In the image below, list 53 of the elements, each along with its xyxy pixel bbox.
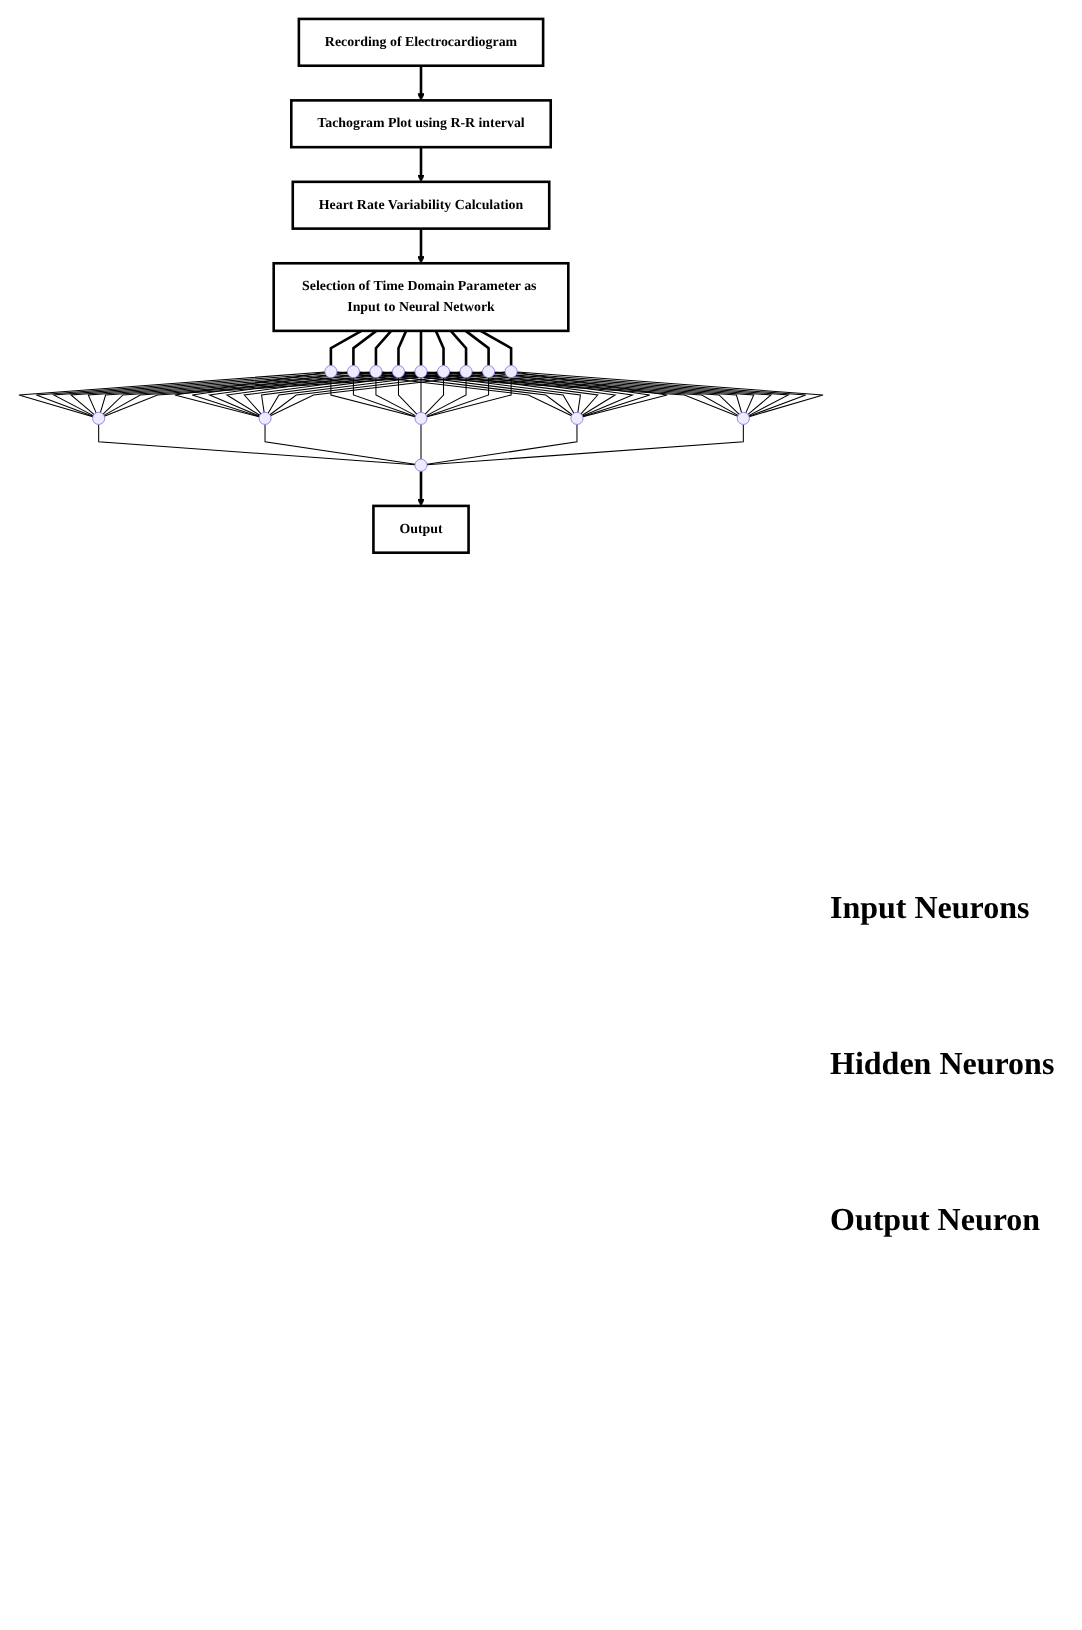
layer-label: Output Neuron: [830, 1203, 1043, 1239]
node-circle: [414, 411, 428, 425]
arrow: [417, 471, 425, 507]
connector: [419, 330, 423, 366]
connector: [426, 423, 578, 465]
connector: [397, 330, 408, 366]
node-circle: [369, 365, 383, 379]
arrow: [417, 228, 425, 264]
connector: [243, 371, 416, 415]
connector: [397, 377, 418, 415]
connector: [464, 329, 490, 366]
connector: [516, 371, 668, 418]
arrow: [417, 65, 425, 101]
connector: [425, 377, 467, 417]
connector: [449, 330, 468, 366]
node-circle: [258, 411, 272, 425]
node-circle: [346, 365, 360, 379]
connector: [352, 377, 416, 417]
connector: [191, 371, 348, 418]
node-circle: [459, 365, 473, 379]
node-circle: [482, 365, 496, 379]
connector: [225, 371, 393, 416]
connector: [434, 330, 445, 366]
connector: [426, 377, 512, 418]
node-circle: [414, 365, 428, 379]
node-circle: [324, 365, 338, 379]
arrow: [417, 147, 425, 183]
node-circle: [570, 411, 584, 425]
layer-label: Hidden Neurons: [830, 1047, 1057, 1083]
connector: [174, 371, 326, 418]
node-circle: [92, 411, 106, 425]
connector: [207, 371, 371, 417]
connector: [329, 329, 363, 366]
connector: [420, 377, 422, 413]
node-circle: [736, 411, 750, 425]
node-circle: [504, 365, 518, 379]
node-circle: [414, 458, 428, 472]
connector: [424, 377, 445, 415]
connector: [426, 423, 744, 466]
connector: [267, 371, 461, 414]
node-circle: [437, 365, 451, 379]
connector: [426, 377, 490, 417]
connector: [479, 329, 513, 366]
node-circle: [391, 365, 405, 379]
connector: [375, 377, 417, 417]
connector: [264, 423, 416, 465]
layer-label: Input Neurons: [830, 891, 1032, 927]
connector: [260, 371, 439, 413]
connector: [330, 377, 416, 418]
connector: [98, 423, 416, 466]
connector: [426, 371, 599, 415]
connector: [374, 330, 393, 366]
connector: [352, 329, 378, 366]
